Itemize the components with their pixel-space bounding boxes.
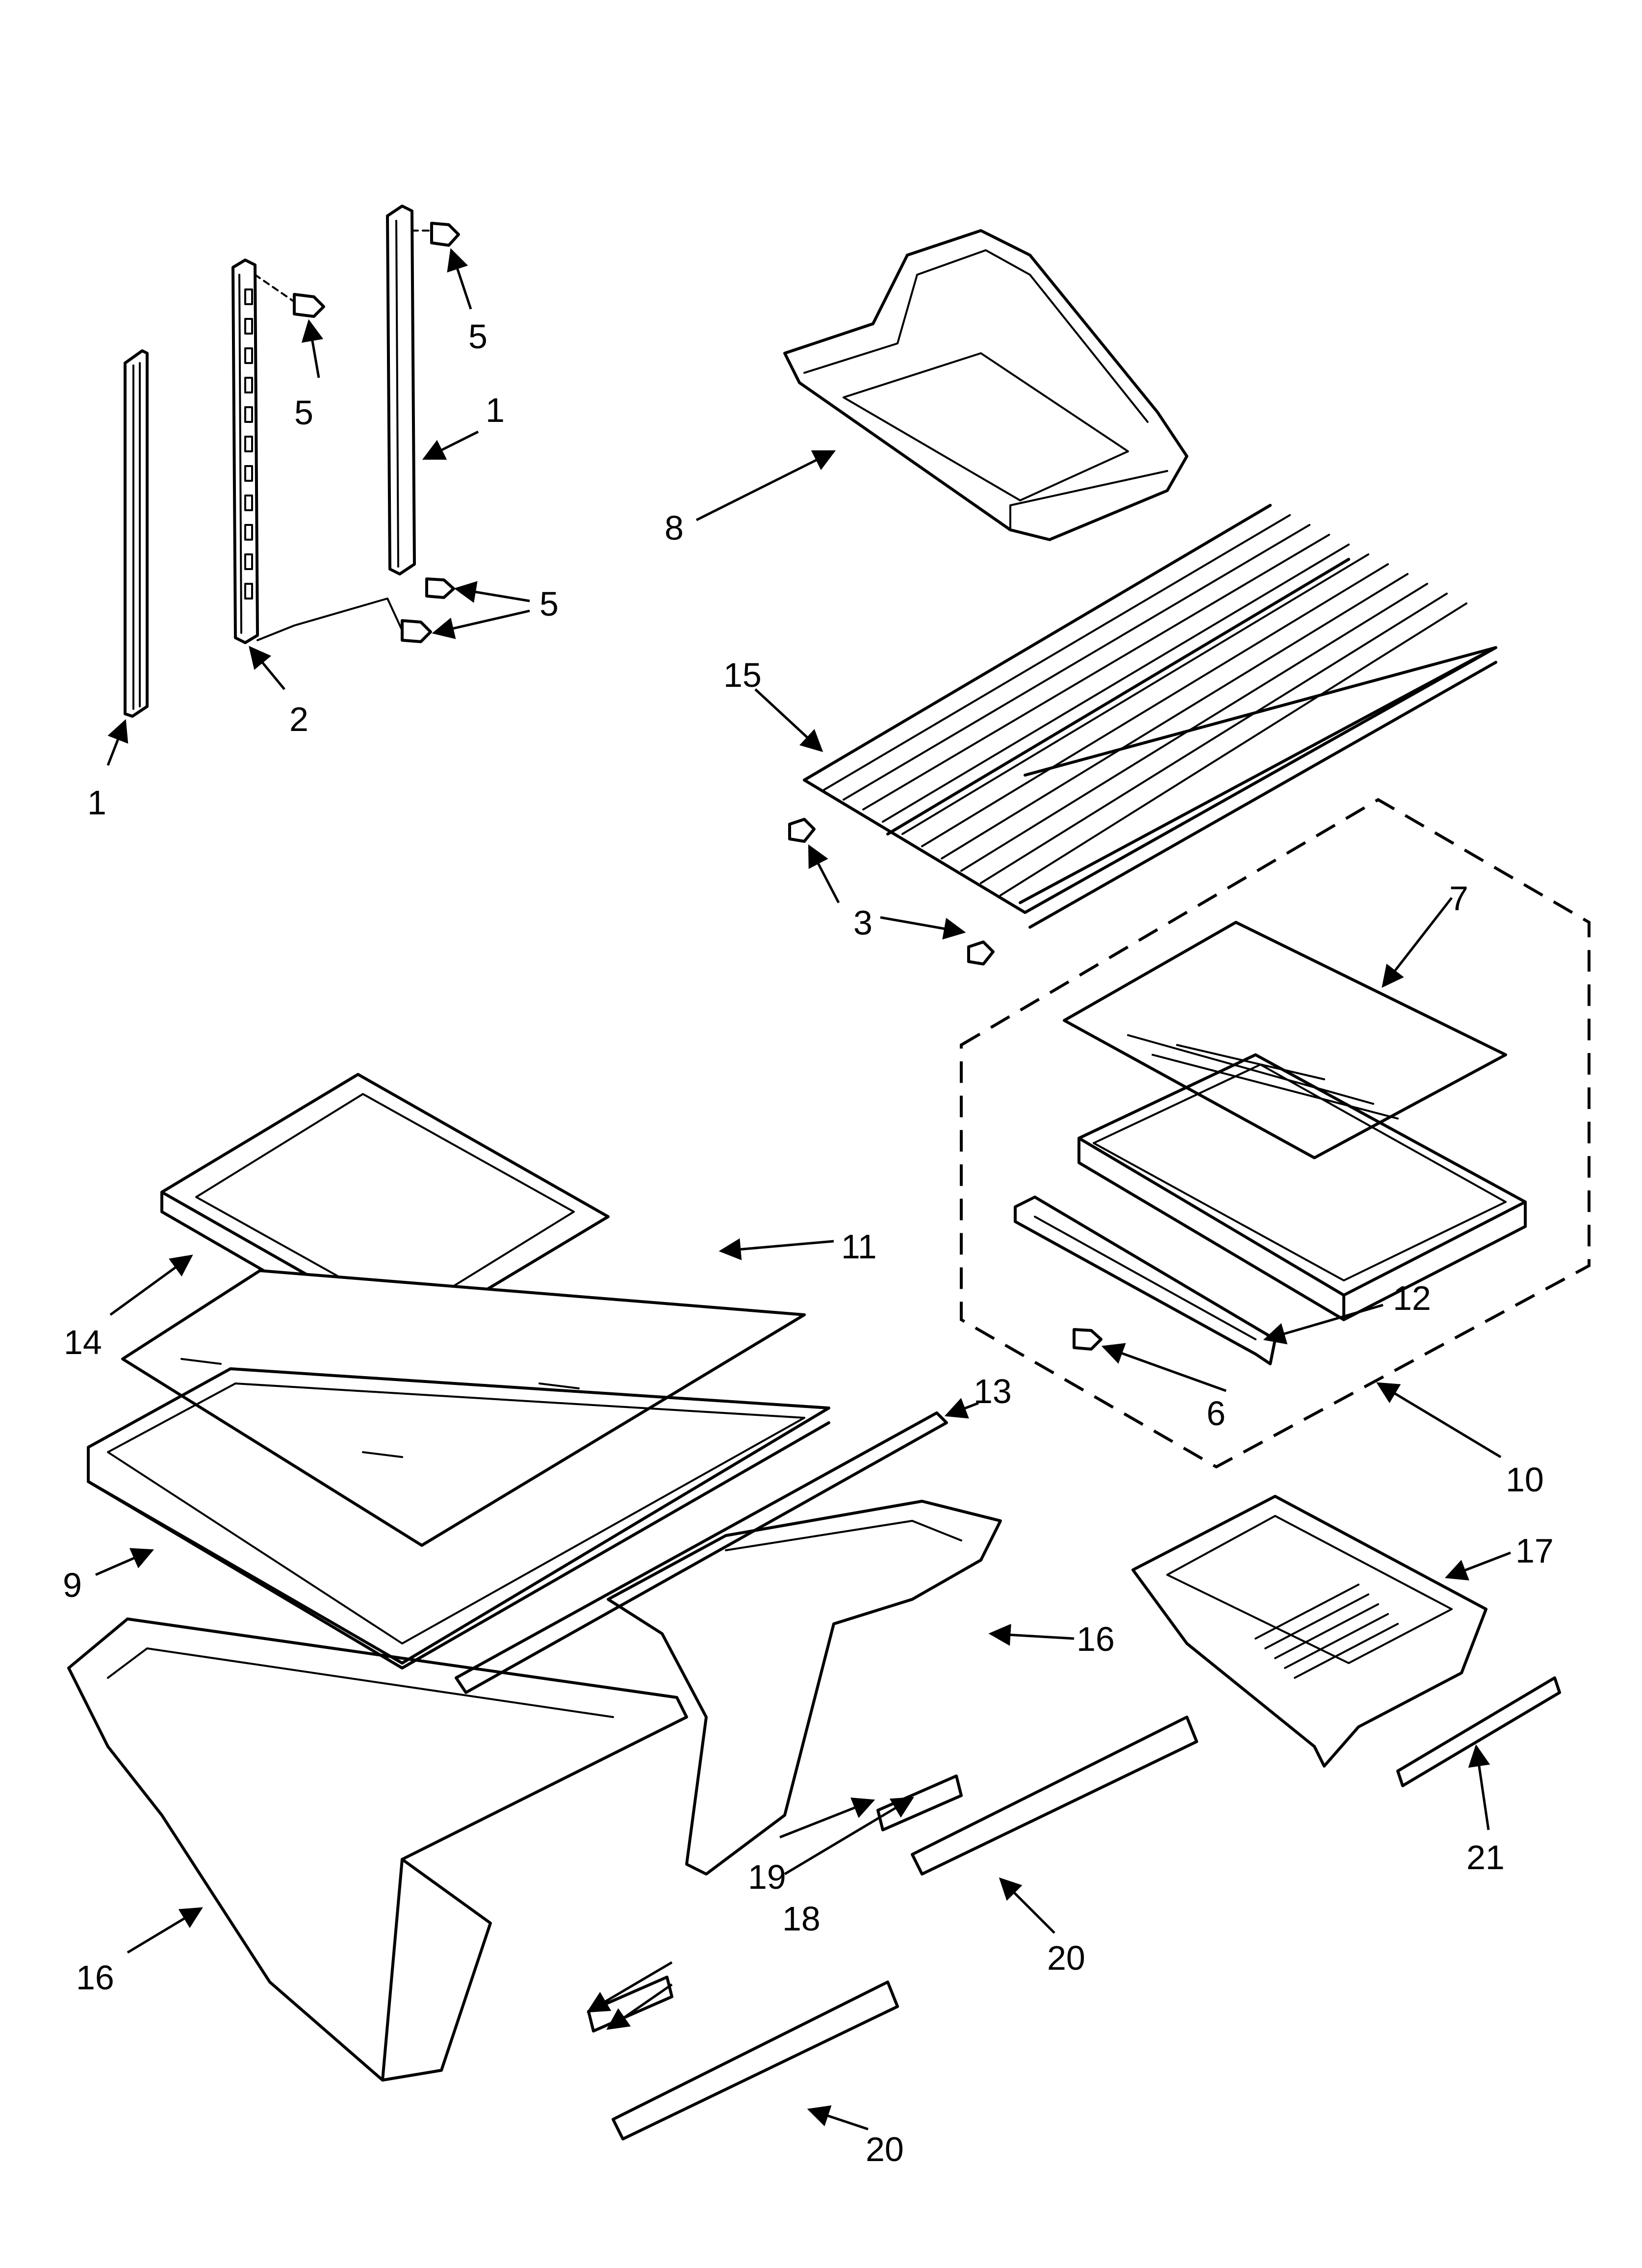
callout-7: 7 [1449,879,1468,917]
callout-6: 6 [1206,1394,1226,1433]
callout-21: 21 [1466,1838,1505,1877]
shelf-assembly-outline [960,798,1591,1469]
screw-group [254,222,460,643]
shelf-bracket [1014,1196,1277,1365]
crisper-drawer-right [607,1500,1002,1876]
callout-17: 17 [1515,1532,1554,1570]
callout-1-left: 1 [87,783,106,822]
callout-16-right: 16 [1077,1620,1115,1658]
wire-shelf [803,504,1497,929]
callout-1-right: 1 [486,391,505,429]
callout-20-right: 20 [1047,1939,1085,1977]
callout-14: 14 [64,1323,102,1361]
callout-8: 8 [665,509,684,547]
callout-20-left: 20 [866,2130,904,2168]
callout-18: 18 [782,1900,821,1938]
shelf-support-left [124,349,149,718]
callout-11: 11 [841,1227,877,1266]
glass-shelf-insert [1063,921,1507,1159]
callout-2: 2 [289,700,308,738]
callout-10: 10 [1506,1460,1544,1499]
glass-shelf [121,1269,806,1547]
drawer-clip [587,1774,963,2033]
shelf-support-right [386,205,416,575]
callout-5-center: 5 [294,393,313,432]
shelf-support-center [231,259,259,644]
shelf-frame [1078,1053,1527,1321]
shelf-frame-lower [87,1367,830,1669]
storage-bin [783,229,1188,541]
shelf-stop [788,818,995,965]
drawer-slide [612,1716,1198,2140]
crisper-drawer-left [67,1617,688,2082]
callout-3: 3 [853,904,872,942]
callout-19: 19 [748,1858,786,1896]
callout-5-bottom: 5 [539,585,559,623]
leader-lines [95,248,1511,2131]
divider-rail [455,1411,948,1694]
meat-pan [1131,1495,1488,1768]
callout-9: 9 [63,1566,82,1604]
callout-16-left: 16 [76,1958,114,1997]
callout-13: 13 [974,1372,1012,1410]
callout-15: 15 [723,656,762,694]
pan-rail [1396,1676,1561,1787]
callout-5-top: 5 [468,317,487,356]
callout-12: 12 [1393,1279,1431,1317]
callout-labels: 1 1 2 5 5 5 8 15 3 7 12 6 10 11 14 13 9 … [63,317,1554,2168]
bracket-screw [1073,1328,1103,1351]
